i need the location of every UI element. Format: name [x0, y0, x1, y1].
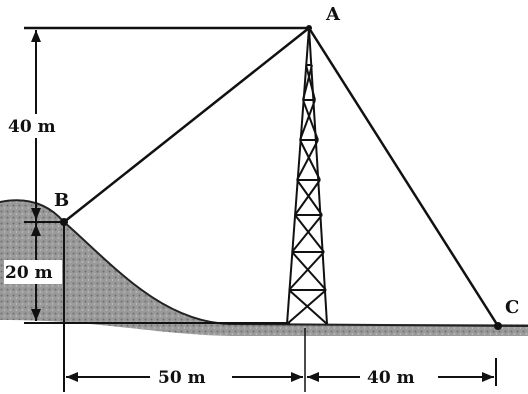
arrow-left-b: [66, 372, 78, 382]
arrow-down-base: [31, 309, 41, 321]
arrow-down-b: [31, 208, 41, 220]
hill-ground: [0, 200, 528, 336]
hill-profile: [0, 199, 528, 327]
cable-ac: [307, 27, 500, 327]
arrow-left-tower: [307, 372, 319, 382]
hill-height-label: 20 m: [5, 263, 53, 283]
tower-to-c-distance-label: 40 m: [367, 368, 415, 388]
cable-ab: [63, 27, 310, 223]
point-a-label: A: [325, 4, 341, 25]
arrow-right-c: [482, 372, 494, 382]
point-a-marker: [306, 25, 312, 31]
b-to-tower-distance-label: 50 m: [158, 368, 206, 388]
point-c-marker: [494, 322, 502, 330]
arrow-up-top: [31, 30, 41, 42]
point-b-label: B: [54, 190, 69, 211]
lattice-tower: [286, 27, 328, 325]
arrow-up-b: [31, 224, 41, 236]
total-height-label: 40 m: [8, 117, 56, 137]
arrow-right-tower: [291, 372, 303, 382]
point-c-label: C: [505, 297, 519, 318]
